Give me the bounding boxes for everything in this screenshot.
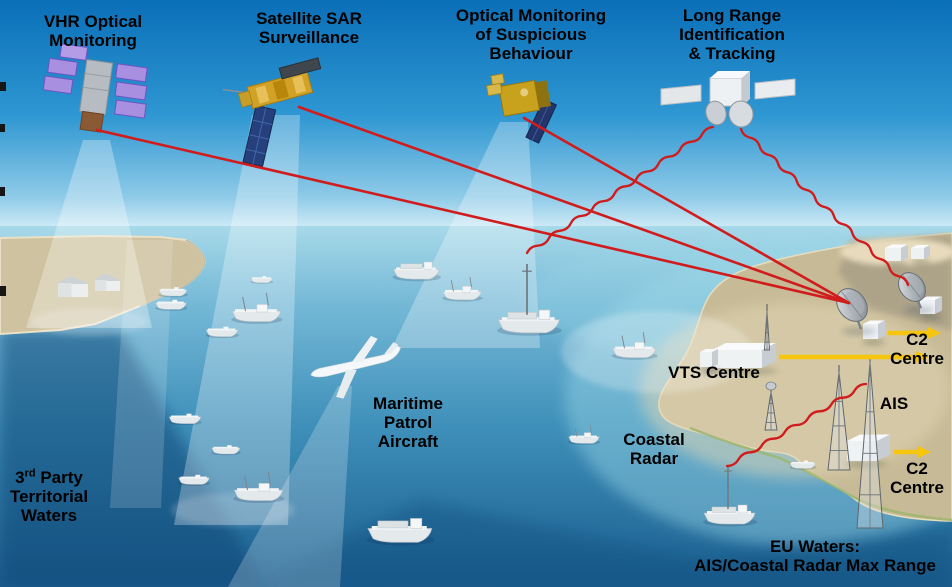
ais-tower-1 [827, 365, 851, 471]
label-third-party-territorial-waters: 3rd Party Territorial Waters [10, 468, 88, 525]
ship [205, 326, 239, 339]
ais-reporting-ship [703, 465, 757, 527]
ship [366, 518, 435, 546]
vhr-optical-satellite [42, 43, 148, 133]
ais-tower-2 [856, 355, 884, 529]
label-ais: AIS [879, 394, 909, 413]
coastal-radar-tower [764, 381, 778, 431]
light-pool-land [32, 308, 148, 336]
sky [0, 0, 952, 232]
ship [250, 276, 274, 284]
c2-arrow-2 [894, 446, 931, 458]
ship [611, 332, 658, 360]
label-c2-centre-upper: C2 Centre [890, 330, 944, 368]
vts-centre-building [702, 343, 778, 375]
label-superscript: rd [24, 467, 36, 480]
label-text: 3 [15, 468, 25, 487]
ship [178, 474, 211, 486]
maritime-patrol-aircraft [310, 335, 401, 399]
edge-artifacts [0, 82, 6, 296]
ship [211, 445, 241, 456]
light-pool-sea [171, 493, 295, 527]
vts-mast [763, 304, 771, 351]
ship [168, 413, 202, 426]
c2-dish-primary [836, 288, 876, 336]
label-vts-centre: VTS Centre [668, 363, 760, 382]
label-text: Party Territorial Waters [9, 468, 89, 525]
lrit-ground-link [739, 127, 910, 287]
vhr-beam-sea [110, 240, 173, 508]
aircraft-beam [228, 386, 352, 587]
label-long-range-identification-tracking: Long Range Identification & Tracking [679, 6, 785, 63]
sar-beam [174, 115, 300, 525]
label-maritime-patrol-aircraft: Maritime Patrol Aircraft [373, 394, 443, 451]
ship [568, 425, 601, 445]
lrit-ship-link [525, 125, 715, 255]
ship [155, 299, 188, 311]
label-satellite-sar-surveillance: Satellite SAR Surveillance [256, 9, 362, 47]
vhr-downlink [95, 128, 851, 305]
lrit-satellite [660, 71, 796, 128]
sar-downlink [297, 105, 851, 305]
ship [233, 471, 285, 503]
vts-c2-arrow [779, 351, 929, 363]
ship [789, 460, 817, 470]
ship [231, 292, 283, 324]
label-eu-waters-range: EU Waters: AIS/Coastal Radar Max Range [694, 537, 936, 575]
sar-satellite [222, 57, 322, 168]
warehouse-1 [56, 276, 90, 297]
ship [158, 287, 188, 298]
suspicious-ship [497, 263, 562, 336]
label-optical-monitoring-suspicious: Optical Monitoring of Suspicious Behavio… [455, 6, 607, 63]
vts-centre-annex [700, 349, 718, 374]
optical-satellite [486, 73, 558, 144]
optical-downlink [522, 116, 851, 305]
label-vhr-optical-monitoring: VHR Optical Monitoring [43, 12, 143, 50]
ship-ais-link [725, 382, 868, 468]
ship [442, 277, 483, 302]
label-coastal-radar: Coastal Radar [623, 430, 685, 468]
ship [392, 261, 442, 282]
shore-box-2 [910, 245, 931, 266]
label-c2-centre-lower: C2 Centre [890, 459, 944, 497]
c2-arrow-1 [888, 327, 941, 339]
warehouse-2 [93, 273, 122, 291]
